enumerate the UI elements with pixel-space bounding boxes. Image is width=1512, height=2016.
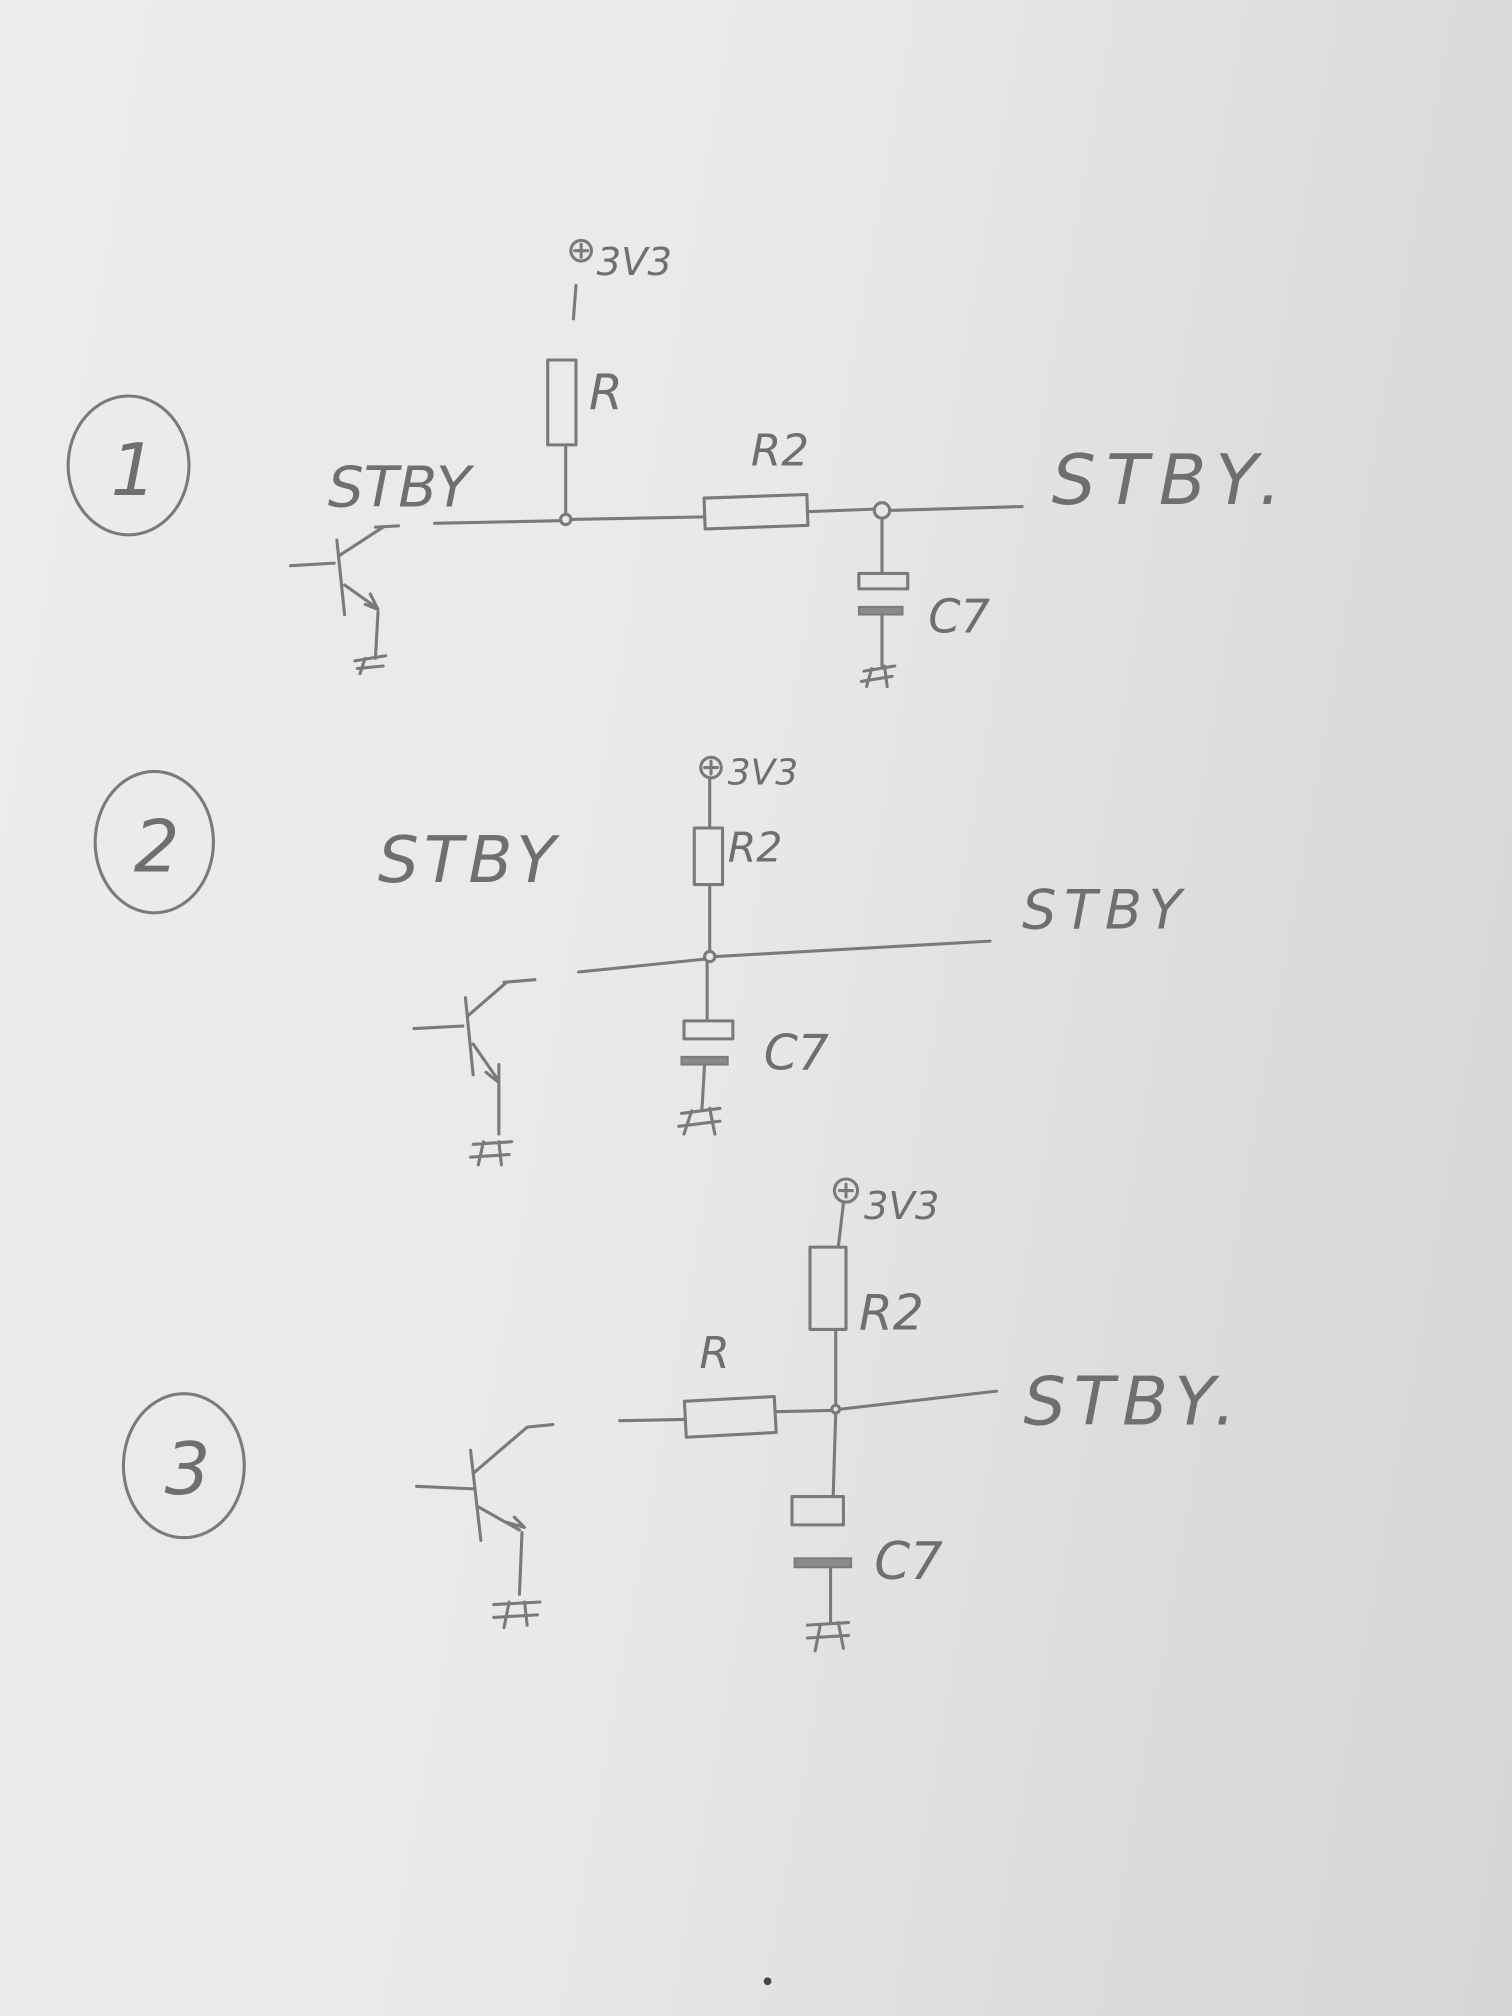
resistor-r2 [702,492,810,531]
net-label-left: STBY [328,455,475,521]
supply-label: 3V3 [728,752,798,793]
ground-icon [805,1621,851,1653]
resistor-r2-label: R2 [728,823,783,871]
net-label-right: STBY. [1052,441,1292,521]
net-label-right: STBY [1022,878,1189,941]
ground-icon [469,1140,514,1167]
capacitor-c7 [857,516,910,668]
number-circle [93,769,215,915]
diagram-1: 1 3V3 R STBY R2 STBY. C7 [66,238,1292,689]
transistor-symbol [415,1423,555,1630]
resistor-r-label: R [589,364,623,421]
transistor-symbol [289,524,401,676]
diagram-3: 3 3V3 R2 STBY. R C7 [121,1177,1243,1653]
capacitor-c7 [790,1412,853,1625]
net-label-left: STBY [378,823,561,898]
supply-3v3-symbol [832,1177,860,1204]
ground-icon [492,1600,542,1630]
ground-icon [677,1106,722,1136]
diagram-number: 3 [165,1427,211,1511]
number-circle [66,394,191,537]
supply-3v3-symbol [569,238,593,263]
transistor-symbol [412,978,537,1167]
resistor-r2 [692,826,725,887]
junction-node [830,1403,842,1415]
resistor-r [546,358,578,447]
ground-icon [353,654,388,676]
capacitor-label: C7 [874,1532,943,1592]
capacitor-label: C7 [764,1025,829,1082]
resistor-r2-label: R2 [751,425,809,476]
resistor-r2 [808,1245,848,1331]
number-circle [121,1392,246,1540]
resistor-r2-label: R2 [859,1284,924,1341]
diagram-2: 2 STBY 3V3 R2 STBY C7 [93,752,1189,1167]
supply-label: 3V3 [864,1184,939,1229]
diagram-number: 2 [134,805,180,889]
resistor-r [682,1394,778,1439]
diagram-number: 1 [111,428,157,512]
ground-icon [859,664,897,689]
supply-label: 3V3 [597,240,672,285]
junction-node [872,501,892,520]
capacitor-c7 [680,960,735,1110]
supply-3v3-symbol [699,755,723,780]
net-label-right: STBY. [1023,1363,1243,1441]
paper-speck [763,1977,772,1986]
resistor-r-label: R [699,1328,729,1379]
capacitor-label: C7 [928,590,990,644]
